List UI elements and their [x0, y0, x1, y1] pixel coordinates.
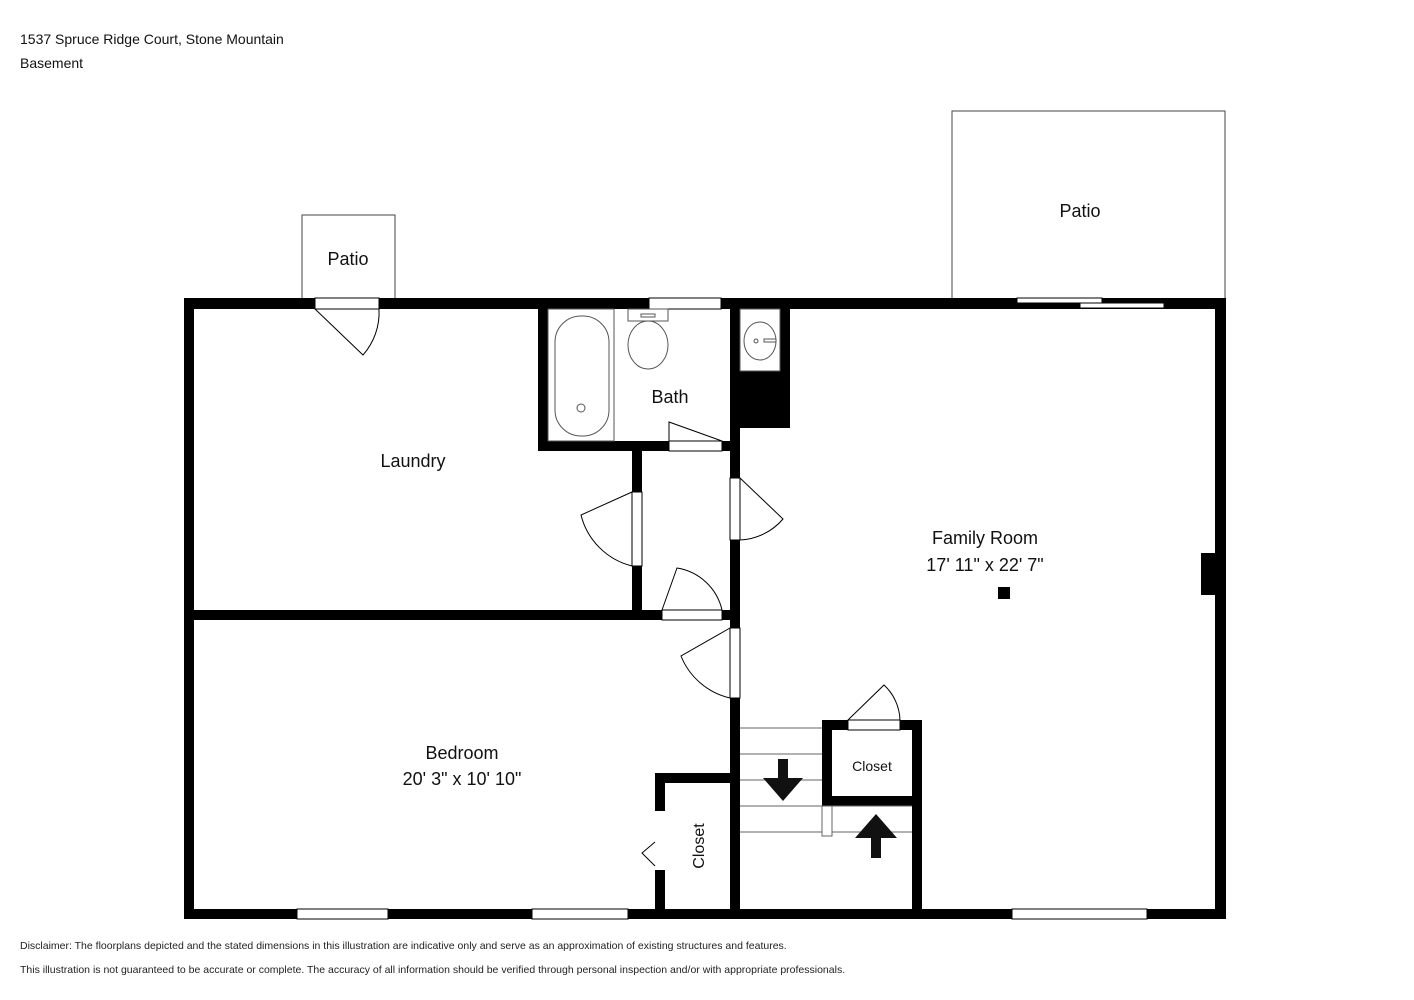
disclaimer-line-1: Disclaimer: The floorplans depicted and … [20, 940, 787, 952]
window [648, 297, 722, 310]
patio-left-label: Patio [327, 249, 368, 269]
family-room-dimensions: 17' 11" x 22' 7" [926, 555, 1043, 575]
door-opening [729, 627, 741, 699]
stairs-down-arrow-icon [763, 759, 803, 801]
bath-label: Bath [651, 387, 688, 407]
sliding-door [1079, 302, 1165, 309]
laundry-label: Laundry [380, 451, 445, 471]
door-swing [847, 684, 901, 721]
toilet-bowl [627, 320, 669, 370]
door-swing [314, 308, 380, 356]
door-opening [661, 609, 723, 621]
patio-right-label: Patio [1059, 201, 1100, 221]
door-swing [661, 567, 723, 611]
toilet-flush [640, 313, 656, 318]
property-address: 1537 Spruce Ridge Court, Stone Mountain [20, 31, 284, 47]
door-swing [680, 627, 731, 699]
patio-left: Patio [301, 214, 396, 298]
door-opening [847, 719, 901, 731]
window [296, 908, 389, 920]
doors [314, 297, 901, 867]
patio-right: Patio [951, 110, 1226, 298]
door-opening [729, 477, 741, 541]
family-room-label: Family Room [932, 528, 1038, 548]
door-opening [314, 297, 380, 310]
bedroom-label: Bedroom [425, 743, 498, 763]
stairs-up-arrow-icon [855, 814, 897, 858]
door-swing [739, 477, 784, 541]
tub-drain [576, 403, 586, 413]
closet-door [641, 841, 656, 867]
stairs-closet-label: Closet [852, 758, 892, 774]
windows [296, 297, 1165, 920]
sliding-door [1016, 297, 1103, 304]
bedroom-closet-label: Closet [691, 823, 708, 869]
window [531, 908, 629, 920]
floor-level-label: Basement [20, 55, 84, 71]
bath-fixtures [547, 308, 781, 442]
door-opening [668, 440, 723, 452]
door-swing [668, 421, 723, 442]
disclaimer-line-2: This illustration is not guaranteed to b… [20, 964, 846, 976]
door-opening [631, 491, 643, 567]
window [1011, 908, 1148, 920]
bedroom-dimensions: 20' 3" x 10' 10" [403, 769, 522, 789]
sink-drain [753, 338, 759, 344]
sink-faucet [763, 338, 777, 343]
door-swing [580, 491, 633, 567]
bathtub-basin [554, 315, 610, 437]
